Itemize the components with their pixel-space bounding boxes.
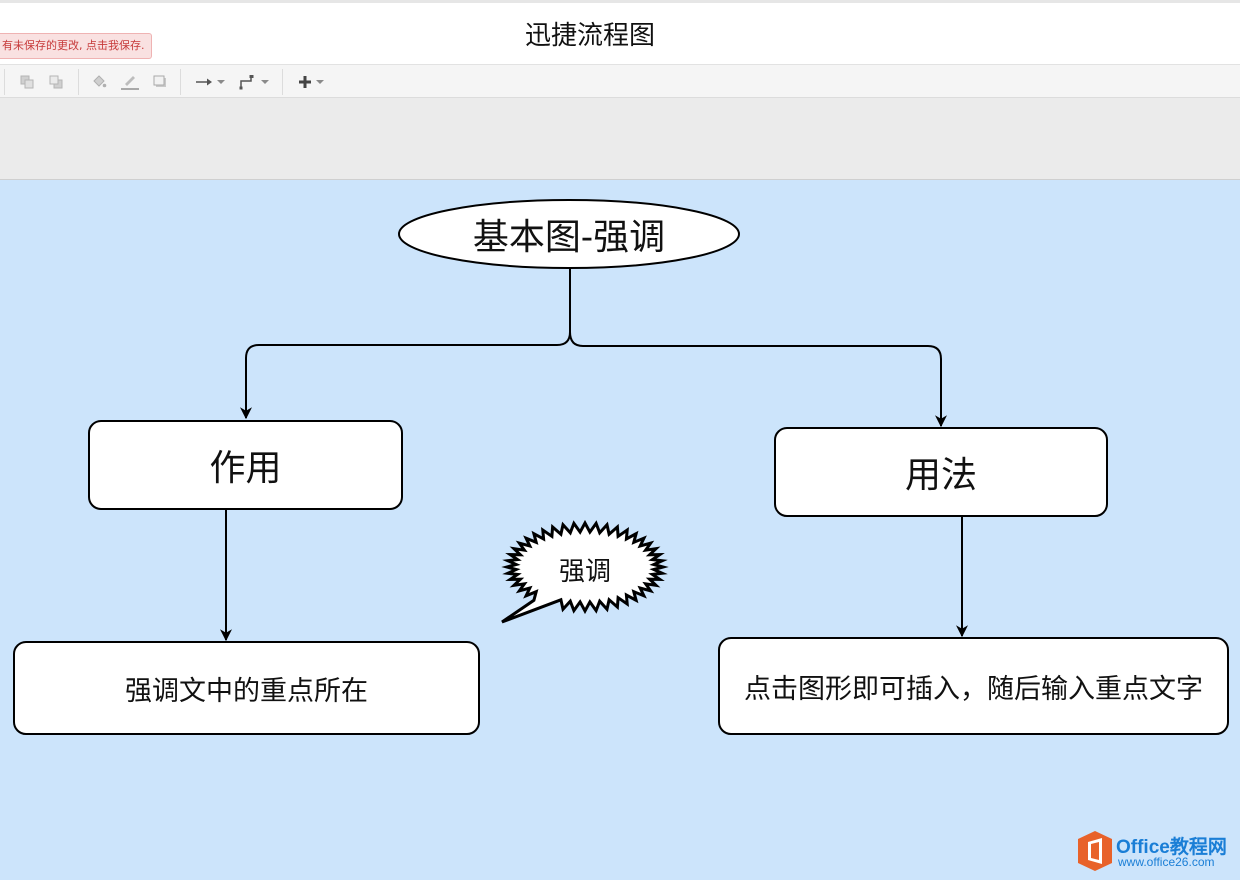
line-color-button[interactable] xyxy=(118,70,142,94)
canvas-header-band xyxy=(0,98,1240,180)
title-bar: 迅捷流程图 xyxy=(0,0,1240,64)
chevron-down-icon xyxy=(316,80,324,84)
toolbar-separator xyxy=(78,69,79,95)
node-right-label: 用法 xyxy=(904,455,977,496)
toolbar-separator xyxy=(282,69,283,95)
shadow-button[interactable] xyxy=(149,70,171,94)
waypoint-icon xyxy=(239,75,254,90)
callout-burst[interactable] xyxy=(501,519,669,624)
office-logo-icon xyxy=(1078,831,1112,871)
diagram-svg xyxy=(13,199,1229,735)
leaf-left-label: 强调文中的重点所在 xyxy=(125,675,368,707)
node-left-label: 作用 xyxy=(209,448,282,489)
node-right-box[interactable] xyxy=(774,427,1108,517)
insert-plus-icon xyxy=(299,76,311,88)
connector-root-left[interactable] xyxy=(240,268,571,420)
root-label: 基本图-强调 xyxy=(472,217,666,258)
watermark: Office教程网 www.office26.com xyxy=(1076,830,1236,874)
chevron-down-icon xyxy=(261,80,269,84)
chevron-down-icon xyxy=(217,80,225,84)
leaf-left-box[interactable] xyxy=(13,641,480,735)
to-back-icon xyxy=(49,75,63,89)
callout-label: 强调 xyxy=(558,556,611,587)
connector-root-right[interactable] xyxy=(569,331,947,428)
fill-color-button[interactable] xyxy=(88,70,110,94)
waypoint-button[interactable] xyxy=(236,70,272,94)
toolbar-separator xyxy=(4,69,5,95)
shadow-icon xyxy=(153,75,166,87)
leaf-right-label: 点击图形即可插入，随后输入重点文字 xyxy=(744,673,1203,705)
insert-button[interactable] xyxy=(294,70,328,94)
root-ellipse[interactable] xyxy=(398,199,740,269)
leaf-right-box[interactable] xyxy=(718,637,1229,735)
diagram-canvas[interactable]: 基本图-强调 作用 用法 强调文中的重点所在 点击图形即可插入，随后输入重点文字… xyxy=(0,180,1240,880)
unsaved-changes-notice[interactable]: 有未保存的更改, 点击我保存. xyxy=(0,33,152,59)
connection-arrow-button[interactable] xyxy=(192,70,228,94)
toolbar xyxy=(0,64,1240,98)
to-front-button[interactable] xyxy=(16,70,38,94)
app-title: 迅捷流程图 xyxy=(524,21,655,51)
watermark-url: www.office26.com xyxy=(1118,855,1215,869)
connection-arrow-icon xyxy=(196,78,212,86)
fill-color-icon xyxy=(93,75,107,88)
watermark-brand: Office教程网 xyxy=(1116,837,1227,858)
toolbar-separator xyxy=(180,69,181,95)
to-front-icon xyxy=(20,75,34,89)
to-back-button[interactable] xyxy=(45,70,67,94)
node-left-box[interactable] xyxy=(88,420,403,510)
line-color-icon xyxy=(121,76,139,90)
